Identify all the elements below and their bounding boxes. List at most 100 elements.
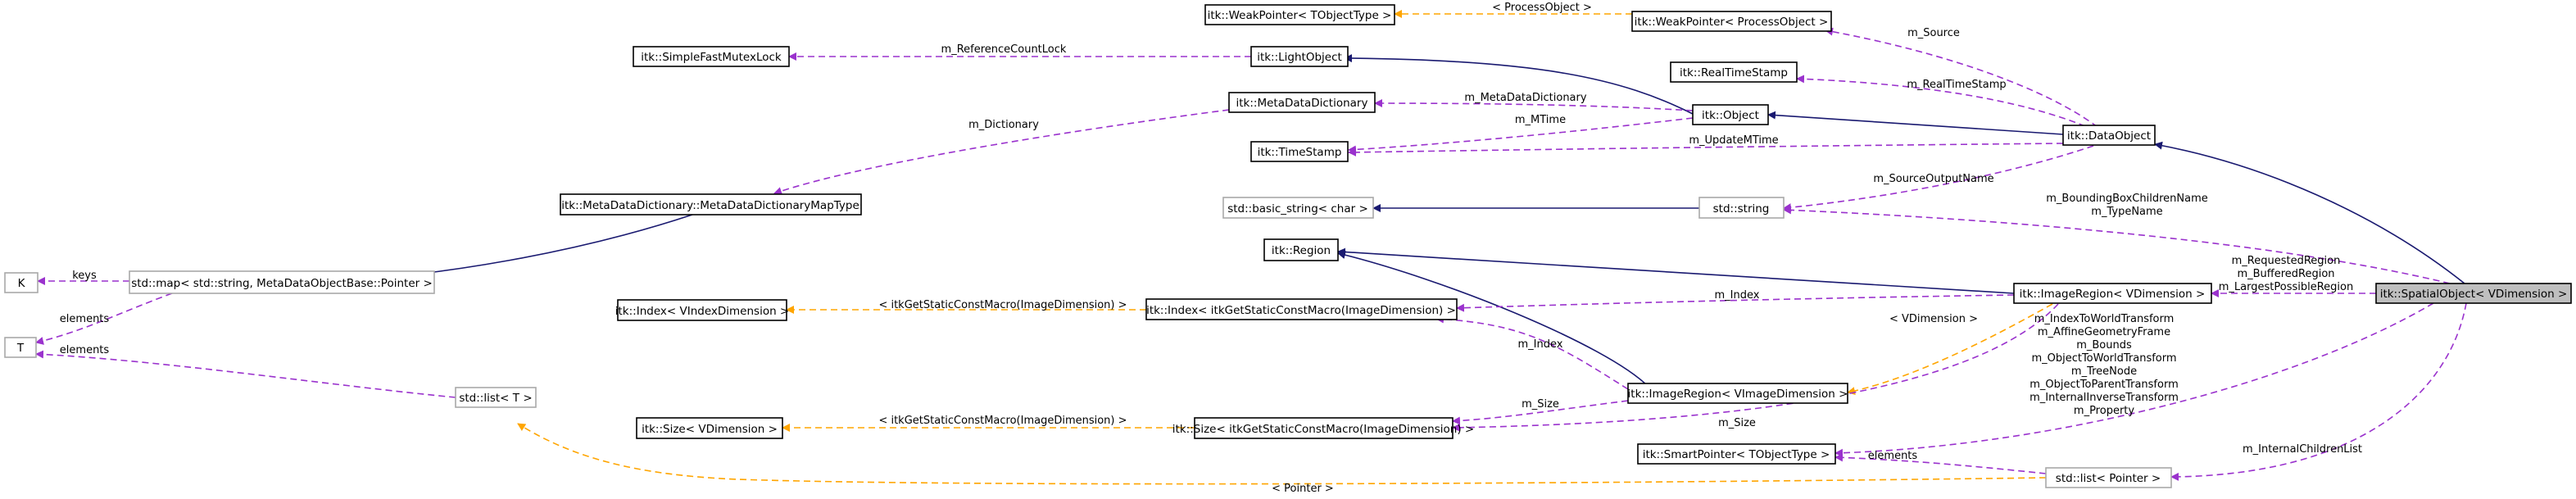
node-label-region: itk::Region — [1272, 244, 1331, 257]
edge-label-smart-5: m_TreeNode — [2071, 365, 2137, 378]
node-label-real-time-stamp: itk::RealTimeStamp — [1680, 66, 1788, 79]
node-weak-pointer-t[interactable]: itk::WeakPointer< TObjectType > — [1204, 4, 1395, 25]
edge-label-regions-2: m_BufferedRegion — [2237, 268, 2334, 280]
edge-label-m-reference-count-lock: m_ReferenceCountLock — [941, 43, 1067, 56]
edge-label-regions-1: m_RequestedRegion — [2232, 255, 2341, 267]
edge-label-m-internal-children-list: m_InternalChildrenList — [2243, 443, 2362, 456]
edge-elements-map — [35, 293, 173, 345]
node-object[interactable]: itk::Object — [1692, 104, 1769, 125]
node-label-smart-pointer: itk::SmartPointer< TObjectType > — [1643, 448, 1830, 461]
node-image-region-v[interactable]: itk::ImageRegion< VDimension > — [2013, 283, 2212, 304]
node-data-object[interactable]: itk::DataObject — [2062, 125, 2156, 146]
node-label-weak-pointer-t: itk::WeakPointer< TObjectType > — [1208, 9, 1392, 22]
node-weak-pointer-po[interactable]: itk::WeakPointer< ProcessObject > — [1631, 11, 1832, 32]
node-label-std-string: std::string — [1713, 202, 1770, 215]
node-label-std-list-t: std::list< T > — [459, 392, 532, 405]
edge-m-real-time-stamp — [1796, 75, 2086, 127]
node-light-object[interactable]: itk::LightObject — [1250, 46, 1349, 67]
edge-data-object-to-object — [1767, 111, 2064, 135]
edge-label-size-template: < itkGetStaticConstMacro(ImageDimension)… — [878, 415, 1127, 427]
node-size-v[interactable]: itk::Size< VDimension > — [636, 417, 783, 439]
node-label-basic-string: std::basic_string< char > — [1227, 202, 1368, 215]
node-meta-data-dictionary[interactable]: itk::MetaDataDictionary — [1228, 92, 1376, 113]
edge-label-bbox-2: m_TypeName — [2091, 206, 2162, 218]
nodes: itk::WeakPointer< TObjectType > itk::Wea… — [4, 4, 2572, 488]
node-size-itk[interactable]: itk::Size< itkGetStaticConstMacro(ImageD… — [1172, 417, 1474, 439]
edge-label-m-update-mtime: m_UpdateMTime — [1689, 134, 1778, 147]
node-index-itk[interactable]: itk::Index< itkGetStaticConstMacro(Image… — [1145, 298, 1458, 320]
node-std-map[interactable]: std::map< std::string, MetaDataObjectBas… — [129, 270, 435, 294]
node-label-image-region-vi: itk::ImageRegion< VImageDimension > — [1628, 388, 1848, 401]
edge-image-region-v-to-region — [1337, 247, 2015, 294]
node-region[interactable]: itk::Region — [1263, 238, 1339, 261]
edge-m-meta-data-dictionary — [1374, 99, 1694, 111]
edge-label-m-index-2: m_Index — [1518, 338, 1563, 351]
edge-pointer-template — [517, 423, 2047, 485]
node-label-data-object: itk::DataObject — [2067, 129, 2151, 143]
node-label-mdd-map-type: itk::MetaDataDictionary::MetaDataDiction… — [561, 199, 859, 212]
node-spatial-object[interactable]: itk::SpatialObject< VDimension > — [2375, 283, 2572, 304]
edge-label-m-index-1: m_Index — [1715, 289, 1760, 302]
edge-label-smart-4: m_ObjectToWorldTransform — [2031, 352, 2176, 365]
edge-label-index-template: < itkGetStaticConstMacro(ImageDimension)… — [878, 299, 1127, 311]
edge-label-m-size-2: m_Size — [1718, 417, 1756, 429]
edge-label-elements-map: elements — [60, 313, 110, 325]
node-label-size-itk: itk::Size< itkGetStaticConstMacro(ImageD… — [1172, 423, 1474, 436]
node-label-t: T — [16, 342, 25, 355]
edge-label-m-source-output-name: m_SourceOutputName — [1873, 173, 1993, 185]
node-label-weak-pointer-po: itk::WeakPointer< ProcessObject > — [1635, 16, 1829, 29]
edge-label-vdimension: < VDimension > — [1889, 313, 1978, 325]
edges — [35, 10, 2467, 485]
node-label-index-itk: itk::Index< itkGetStaticConstMacro(Image… — [1146, 304, 1456, 317]
node-k[interactable]: K — [4, 272, 39, 293]
edge-labels: < ProcessObject > m_Source m_ReferenceCo… — [60, 2, 2362, 495]
node-label-index-v: itk::Index< VIndexDimension > — [615, 305, 790, 318]
node-index-v[interactable]: itk::Index< VIndexDimension > — [615, 299, 790, 321]
node-std-list-pointer[interactable]: std::list< Pointer > — [2045, 467, 2172, 488]
node-t[interactable]: T — [4, 337, 37, 358]
edge-label-smart-6: m_ObjectToParentTransform — [2030, 379, 2178, 391]
edge-label-keys: keys — [72, 270, 97, 282]
node-label-size-v: itk::Size< VDimension > — [642, 423, 778, 436]
node-basic-string[interactable]: std::basic_string< char > — [1222, 197, 1374, 219]
node-std-string[interactable]: std::string — [1698, 197, 1785, 219]
node-smart-pointer[interactable]: itk::SmartPointer< TObjectType > — [1637, 443, 1836, 465]
edge-m-size-1 — [1452, 400, 1629, 425]
edge-label-m-dictionary: m_Dictionary — [968, 119, 1039, 131]
node-real-time-stamp[interactable]: itk::RealTimeStamp — [1670, 61, 1798, 83]
edge-m-mtime — [1348, 117, 1694, 154]
edge-m-index-2 — [1435, 315, 1629, 390]
node-label-image-region-v: itk::ImageRegion< VDimension > — [2020, 288, 2206, 301]
edge-object-to-light-object — [1344, 54, 1694, 115]
edge-m-dictionary — [773, 109, 1230, 195]
node-time-stamp[interactable]: itk::TimeStamp — [1250, 141, 1349, 162]
node-label-time-stamp: itk::TimeStamp — [1258, 146, 1342, 159]
edge-label-m-real-time-stamp: m_RealTimeStamp — [1907, 79, 2006, 91]
node-label-k: K — [18, 277, 26, 290]
edge-label-bbox-1: m_BoundingBoxChildrenName — [2046, 193, 2207, 205]
edge-label-elements-list-t: elements — [60, 344, 110, 356]
node-simple-fast-mutex-lock[interactable]: itk::SimpleFastMutexLock — [633, 46, 790, 67]
edge-label-smart-1: m_IndexToWorldTransform — [2034, 313, 2175, 325]
node-std-list-t[interactable]: std::list< T > — [455, 387, 537, 408]
edge-label-smart-2: m_AffineGeometryFrame — [2038, 326, 2170, 338]
node-label-std-map: std::map< std::string, MetaDataObjectBas… — [131, 277, 433, 290]
edge-m-internal-children-list — [2170, 302, 2467, 481]
edge-elements-smart — [1834, 453, 2047, 474]
edge-label-m-mtime: m_MTime — [1515, 114, 1566, 126]
edge-image-region-template — [1847, 303, 2053, 395]
edge-label-smart-7: m_InternalInverseTransform — [2030, 392, 2179, 404]
node-label-std-list-pointer: std::list< Pointer > — [2056, 472, 2161, 485]
edge-elements-list-t — [35, 350, 456, 398]
edge-label-m-meta-data-dictionary: m_MetaDataDictionary — [1464, 92, 1586, 104]
edge-label-smart-3: m_Bounds — [2076, 339, 2132, 352]
edge-label-elements-smart: elements — [1868, 450, 1918, 462]
node-mdd-map-type[interactable]: itk::MetaDataDictionary::MetaDataDiction… — [560, 193, 862, 215]
node-image-region-vi[interactable]: itk::ImageRegion< VImageDimension > — [1627, 383, 1848, 404]
edge-bbox-typename — [1783, 206, 2451, 284]
node-label-spatial-object: itk::SpatialObject< VDimension > — [2380, 288, 2568, 301]
edge-m-update-mtime — [1348, 143, 2064, 157]
node-label-meta-data-dictionary: itk::MetaDataDictionary — [1236, 97, 1368, 110]
edge-label-process-object: < ProcessObject > — [1492, 2, 1592, 14]
